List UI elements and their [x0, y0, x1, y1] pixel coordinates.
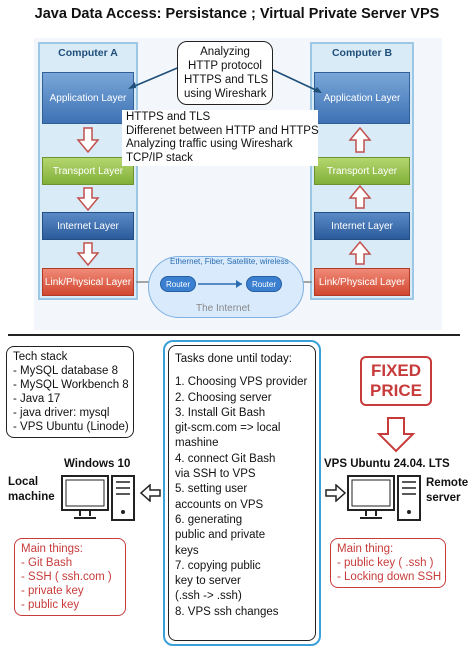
- local-machine-label: Local machine: [8, 476, 55, 503]
- tech-stack-item: - MySQL Workbench 8: [13, 379, 129, 391]
- local-main-item: - private key: [21, 585, 84, 597]
- tech-stack-heading: Tech stack: [13, 351, 68, 363]
- topic-line: HTTPS and TLS: [126, 111, 211, 123]
- stack-arrows: [76, 65, 372, 283]
- section-divider: [8, 334, 460, 336]
- remote-main-thing-box: Main thing: - public key ( .ssh ) - Lock…: [330, 538, 446, 588]
- local-os-label: Windows 10: [64, 458, 131, 470]
- task-item: via SSH to VPS: [175, 468, 256, 481]
- computer-b-application-layer: Application Layer: [314, 72, 410, 124]
- down-arrow-icon: [76, 127, 100, 154]
- task-item: key to server: [175, 575, 241, 588]
- router-link: [198, 280, 242, 288]
- computer-b-transport-layer: Transport Layer: [314, 157, 410, 185]
- task-item: git-scm.com => local: [175, 422, 281, 435]
- remote-main-item: - public key ( .ssh ): [337, 557, 434, 569]
- remote-os-label: VPS Ubuntu 24.04. LTS: [324, 458, 450, 470]
- computer-b-internet-layer: Internet Layer: [314, 212, 410, 240]
- tasks-box: Tasks done until today: 1. Choosing VPS …: [168, 345, 316, 641]
- local-main-things-box: Main things: - Git Bash - SSH ( ssh.com …: [14, 538, 126, 616]
- topic-line: TCP/IP stack: [126, 151, 193, 164]
- computer-a-label: Computer A: [58, 47, 118, 59]
- topic-line: Differenet between HTTP and HTTPS: [126, 124, 319, 137]
- local-main-item: - public key: [21, 599, 80, 611]
- tech-stack-box: Tech stack - MySQL database 8 - MySQL Wo…: [6, 346, 134, 438]
- computer-a-application-layer: Application Layer: [42, 72, 134, 124]
- task-item: public and private: [175, 529, 266, 542]
- local-main-item: - Git Bash: [21, 557, 73, 569]
- task-item: keys: [175, 544, 199, 557]
- down-arrow-icon: [376, 417, 416, 453]
- tech-stack-item: - VPS Ubuntu (Linode): [13, 421, 129, 433]
- media-label: Ethernet, Fiber, Satellite, wireless etc…: [170, 257, 290, 266]
- remote-main-item: - Locking down SSH: [337, 571, 442, 583]
- task-item: 1. Choosing VPS provider: [175, 376, 308, 389]
- router-left: Router: [160, 276, 196, 292]
- task-item: 6. generating: [175, 513, 243, 526]
- task-item: 5. setting user: [175, 483, 248, 496]
- page-title: Java Data Access: Persistance ; Virtual …: [34, 6, 440, 22]
- computer-a-internet-layer: Internet Layer: [42, 212, 134, 240]
- wireshark-callout: Analyzing HTTP protocol HTTPS and TLS us…: [177, 41, 273, 105]
- task-item: 7. copying public: [175, 559, 261, 572]
- local-main-item: - SSH ( ssh.com ): [21, 571, 112, 583]
- task-item: 4. connect Git Bash: [175, 452, 276, 465]
- remote-server-label: Remote server: [426, 477, 469, 504]
- callout-line: using Wireshark: [184, 88, 267, 100]
- task-item: accounts on VPS: [175, 498, 264, 511]
- tech-stack-item: - MySQL database 8: [13, 365, 119, 377]
- down-arrow-icon: [76, 242, 100, 267]
- callout-line: HTTP protocol: [188, 60, 262, 72]
- local-computer-icon: [61, 475, 135, 521]
- task-item: 3. Install Git Bash: [175, 406, 266, 419]
- up-arrow-icon: [348, 126, 372, 153]
- callout-line: Analyzing: [200, 46, 250, 58]
- callout-line: HTTPS and TLS: [184, 74, 269, 86]
- router-right: Router: [246, 276, 282, 292]
- tasks-heading: Tasks done until today:: [175, 353, 292, 365]
- down-arrow-icon: [76, 187, 100, 212]
- remote-computer-icon: [347, 475, 421, 521]
- left-arrow-icon: [140, 484, 161, 502]
- topic-line: Analyzing traffic using Wireshark: [126, 138, 293, 150]
- right-arrow-icon: [325, 484, 346, 502]
- up-arrow-icon: [348, 184, 372, 209]
- topics-overlay: HTTPS and TLS Differenet between HTTP an…: [122, 110, 319, 166]
- tech-stack-item: - Java 17: [13, 393, 61, 405]
- up-arrow-icon: [348, 240, 372, 265]
- task-item: (.ssh -> .ssh): [175, 590, 242, 603]
- local-main-heading: Main things:: [21, 543, 84, 555]
- fixed-price-badge: FIXED PRICE: [360, 356, 432, 406]
- internet-label: The Internet: [196, 303, 250, 314]
- callout-pointer-right: [272, 69, 321, 93]
- remote-main-heading: Main thing:: [337, 543, 394, 555]
- computer-b-link-layer: Link/Physical Layer: [314, 268, 410, 296]
- task-item: mashine: [175, 437, 219, 450]
- task-item: 2. Choosing server: [175, 391, 272, 404]
- task-item: 8. VPS ssh changes: [175, 605, 279, 618]
- tech-stack-item: - java driver: mysql: [13, 407, 110, 419]
- computer-b-label: Computer B: [331, 47, 393, 59]
- callout-pointer-left: [129, 65, 183, 89]
- computer-a-transport-layer: Transport Layer: [42, 157, 134, 185]
- tasks-frame: [163, 340, 321, 646]
- computer-a-link-layer: Link/Physical Layer: [42, 268, 134, 296]
